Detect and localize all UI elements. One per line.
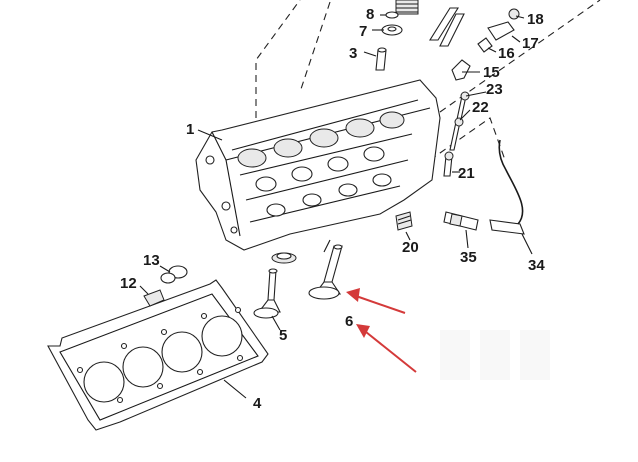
rocker-studs [429, 7, 465, 47]
sensor-wire-34 [489, 139, 525, 235]
cylinder-head [195, 79, 441, 251]
label-23: 23 [486, 81, 503, 98]
fitting-12 [143, 289, 165, 307]
label-17: 17 [522, 35, 539, 52]
label-34: 34 [528, 257, 545, 274]
rocker-arm-17 [487, 21, 515, 41]
watermark [440, 330, 550, 380]
bracket-15 [451, 59, 471, 81]
sensor-35 [443, 211, 479, 231]
bolt-21 [443, 151, 454, 177]
label-6: 6 [345, 313, 353, 330]
valve-seal [271, 252, 297, 264]
label-4: 4 [253, 395, 262, 412]
plug-20 [395, 211, 413, 231]
label-16: 16 [498, 45, 515, 62]
pushrod-3 [375, 47, 387, 71]
label-3: 3 [349, 45, 357, 62]
label-1: 1 [186, 121, 194, 138]
label-8: 8 [366, 6, 374, 23]
gasket-bolt-holes [76, 306, 244, 404]
bolt-22 [449, 117, 464, 151]
valve-5 [253, 268, 281, 319]
label-18: 18 [527, 11, 544, 28]
pivot-16 [477, 37, 493, 53]
head-gasket [47, 279, 269, 431]
label-35: 35 [460, 249, 477, 266]
valve-6 [308, 244, 343, 300]
fitting-13 [160, 265, 188, 284]
valve-spring-8 [395, 0, 419, 15]
label-12: 12 [120, 275, 137, 292]
leader-lines [139, 14, 533, 399]
highlight-arrows [346, 288, 417, 373]
label-22: 22 [472, 99, 489, 116]
label-7: 7 [359, 23, 367, 40]
head-valve-bosses [205, 111, 405, 234]
spring-retainer-7 [381, 24, 403, 36]
part-labels: 1 3 4 5 6 7 8 12 13 15 16 17 18 20 21 22… [120, 6, 545, 412]
label-13: 13 [143, 252, 160, 269]
nut-18 [508, 8, 520, 20]
label-20: 20 [402, 239, 419, 256]
valve-cap-8 [385, 11, 399, 19]
label-5: 5 [279, 327, 287, 344]
label-21: 21 [458, 165, 475, 182]
label-15: 15 [483, 64, 500, 81]
